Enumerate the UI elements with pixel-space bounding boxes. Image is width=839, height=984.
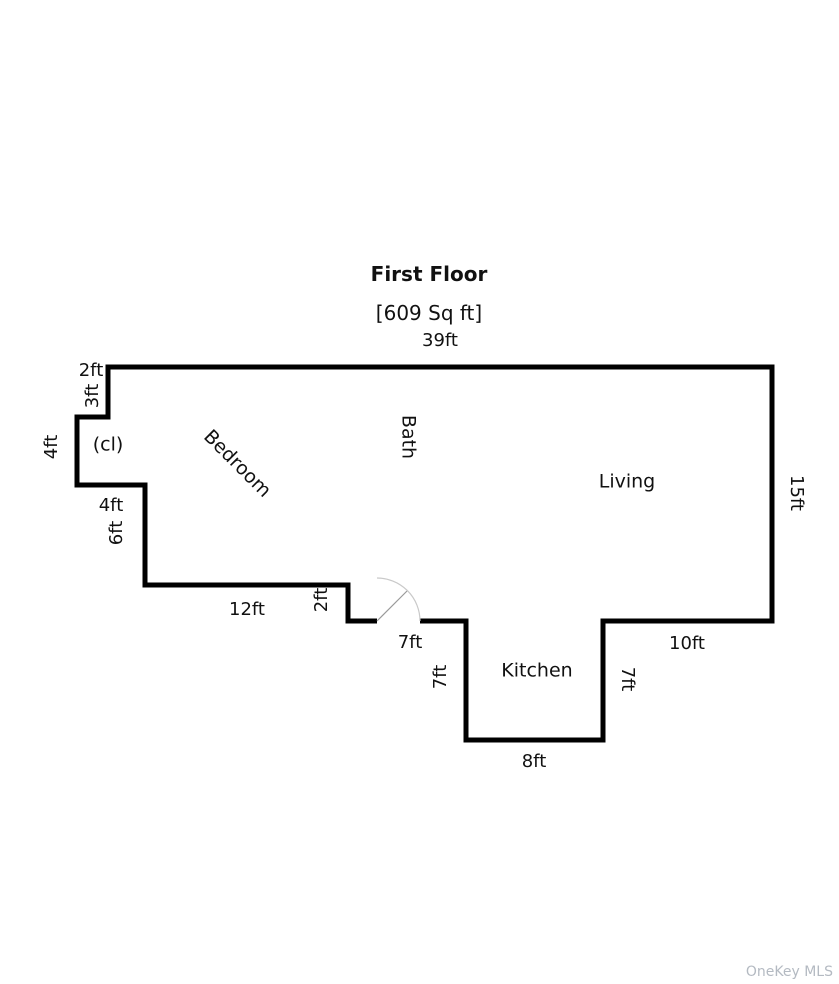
wall-outline xyxy=(74,364,775,743)
dim-top-width: 39ft xyxy=(422,330,458,351)
floorplan-title: First Floor xyxy=(370,262,488,286)
dim-kitchen-bottom: 8ft xyxy=(521,751,547,772)
room-label-closet: (cl) xyxy=(92,433,124,456)
room-label-kitchen: Kitchen xyxy=(501,659,573,682)
dim-bedroom-left: 6ft xyxy=(106,520,127,546)
room-label-bath: Bath xyxy=(397,414,420,460)
dim-living-right: 15ft xyxy=(786,475,807,511)
floorplan-area: [609 Sq ft] xyxy=(375,301,483,325)
door-leaf-line xyxy=(376,590,408,622)
watermark: OneKey MLS xyxy=(745,964,833,980)
dim-closet-left: 4ft xyxy=(41,434,62,460)
dim-closet-step: 3ft xyxy=(82,383,103,409)
dim-kitchen-left: 7ft xyxy=(430,664,451,690)
dim-hall-step: 2ft xyxy=(311,587,332,613)
dim-bedroom-bottom: 12ft xyxy=(229,599,265,620)
room-label-living: Living xyxy=(598,470,656,493)
dim-kitchen-right: 7ft xyxy=(617,666,638,692)
dim-closet-top: 2ft xyxy=(78,360,104,381)
dim-closet-bottom: 4ft xyxy=(98,495,124,516)
dim-hall-width: 7ft xyxy=(397,632,423,653)
door-swing-arc xyxy=(376,577,421,622)
dim-living-bottom: 10ft xyxy=(669,633,705,654)
